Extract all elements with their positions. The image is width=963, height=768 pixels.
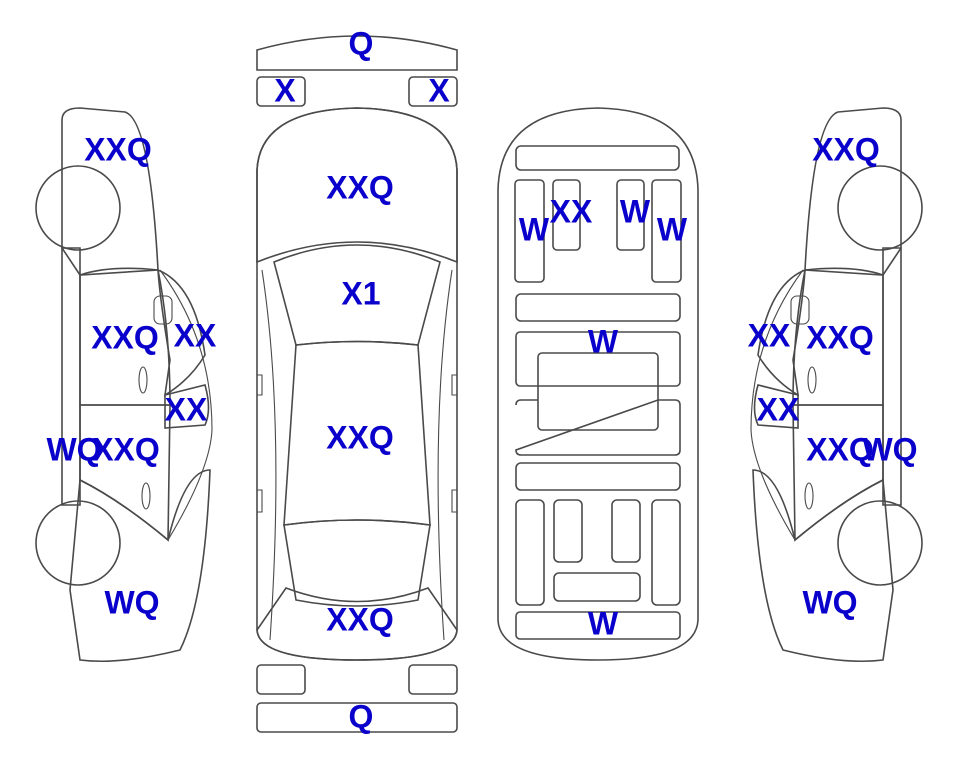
trunk-label: XXQ bbox=[326, 601, 394, 637]
trunk-panel[interactable] bbox=[256, 587, 458, 661]
left-front-fender-panel[interactable] bbox=[61, 107, 159, 276]
right-side-view bbox=[750, 107, 923, 663]
floor-left-rail-panel[interactable] bbox=[514, 179, 545, 283]
underbody-outline bbox=[497, 107, 699, 661]
left-rear-quarter-panel[interactable] bbox=[69, 469, 211, 663]
right-rear-door-label: XXQ bbox=[806, 431, 874, 467]
floor-right-rail-label: W bbox=[657, 211, 688, 247]
windshield-label: X1 bbox=[341, 275, 380, 311]
left-rear-door-panel[interactable] bbox=[79, 404, 171, 542]
floor-center-right-label: W bbox=[620, 193, 651, 229]
right-front-wheel bbox=[837, 165, 923, 251]
left-front-wheel bbox=[35, 165, 121, 251]
left-rocker-label: WQ bbox=[46, 431, 101, 467]
right-rear-window-label: XX bbox=[757, 391, 800, 427]
floor-rear-panel-label: W bbox=[588, 605, 619, 641]
front-bumper-panel[interactable] bbox=[256, 35, 458, 71]
floor-center-left-label: XX bbox=[550, 193, 593, 229]
floor-left-rail-label: W bbox=[519, 211, 550, 247]
left-rear-wheel bbox=[35, 500, 121, 586]
floor-center-right-panel[interactable] bbox=[616, 179, 645, 251]
right-rear-door-panel[interactable] bbox=[792, 404, 884, 542]
damage-labels: Q X X XXQ X1 XXQ XXQ Q XXQ XXQ XX XX WQ … bbox=[46, 25, 917, 734]
right-front-fender-panel[interactable] bbox=[804, 107, 902, 276]
left-rear-window-label: XX bbox=[165, 391, 208, 427]
floor-right-rail-panel[interactable] bbox=[651, 179, 682, 283]
left-front-window-label: XX bbox=[174, 317, 217, 353]
roof-label: XXQ bbox=[326, 419, 394, 455]
underbody-view bbox=[497, 107, 699, 661]
left-front-door-panel[interactable] bbox=[79, 267, 171, 406]
right-rear-wheel bbox=[837, 500, 923, 586]
left-side-view bbox=[35, 107, 213, 663]
headlight-left-panel[interactable] bbox=[256, 76, 306, 107]
top-view bbox=[256, 35, 458, 733]
right-front-fender-label: XXQ bbox=[812, 131, 880, 167]
left-front-door-label: XXQ bbox=[91, 319, 159, 355]
left-rear-window-panel[interactable] bbox=[164, 384, 210, 429]
right-rear-window-panel[interactable] bbox=[753, 384, 799, 429]
headlight-left-label: X bbox=[274, 72, 296, 108]
right-rear-quarter-panel[interactable] bbox=[752, 469, 894, 663]
left-rear-quarter-label: WQ bbox=[104, 584, 159, 620]
taillight-left[interactable] bbox=[256, 664, 306, 695]
left-rear-door-label: XXQ bbox=[92, 431, 160, 467]
right-front-window-label: XX bbox=[748, 317, 791, 353]
headlight-right-panel[interactable] bbox=[408, 76, 458, 107]
right-front-door-label: XXQ bbox=[806, 319, 874, 355]
taillight-right[interactable] bbox=[408, 664, 458, 695]
hood-panel[interactable] bbox=[256, 107, 458, 264]
floor-center-tunnel bbox=[537, 352, 659, 431]
rear-bumper-panel[interactable] bbox=[256, 702, 458, 733]
floor-crossmember-label: W bbox=[588, 323, 619, 359]
right-rocker-label: WQ bbox=[862, 431, 917, 467]
headlight-right-label: X bbox=[428, 72, 450, 108]
front-bumper-label: Q bbox=[349, 25, 374, 61]
left-front-window-panel[interactable] bbox=[157, 268, 206, 397]
floor-crossmember-panel[interactable] bbox=[515, 331, 681, 387]
right-front-door-panel[interactable] bbox=[792, 267, 884, 406]
hood-label: XXQ bbox=[326, 169, 394, 205]
left-rocker-panel[interactable] bbox=[61, 247, 81, 506]
right-rear-quarter-label: WQ bbox=[802, 584, 857, 620]
right-rocker-panel[interactable] bbox=[882, 247, 902, 506]
rear-glass-panel bbox=[283, 519, 431, 607]
floor-rear-panel[interactable] bbox=[515, 611, 681, 640]
floor-center-left-panel[interactable] bbox=[552, 179, 581, 251]
rear-bumper-label: Q bbox=[349, 698, 374, 734]
right-front-window-panel[interactable] bbox=[757, 268, 806, 397]
left-front-fender-label: XXQ bbox=[84, 131, 152, 167]
